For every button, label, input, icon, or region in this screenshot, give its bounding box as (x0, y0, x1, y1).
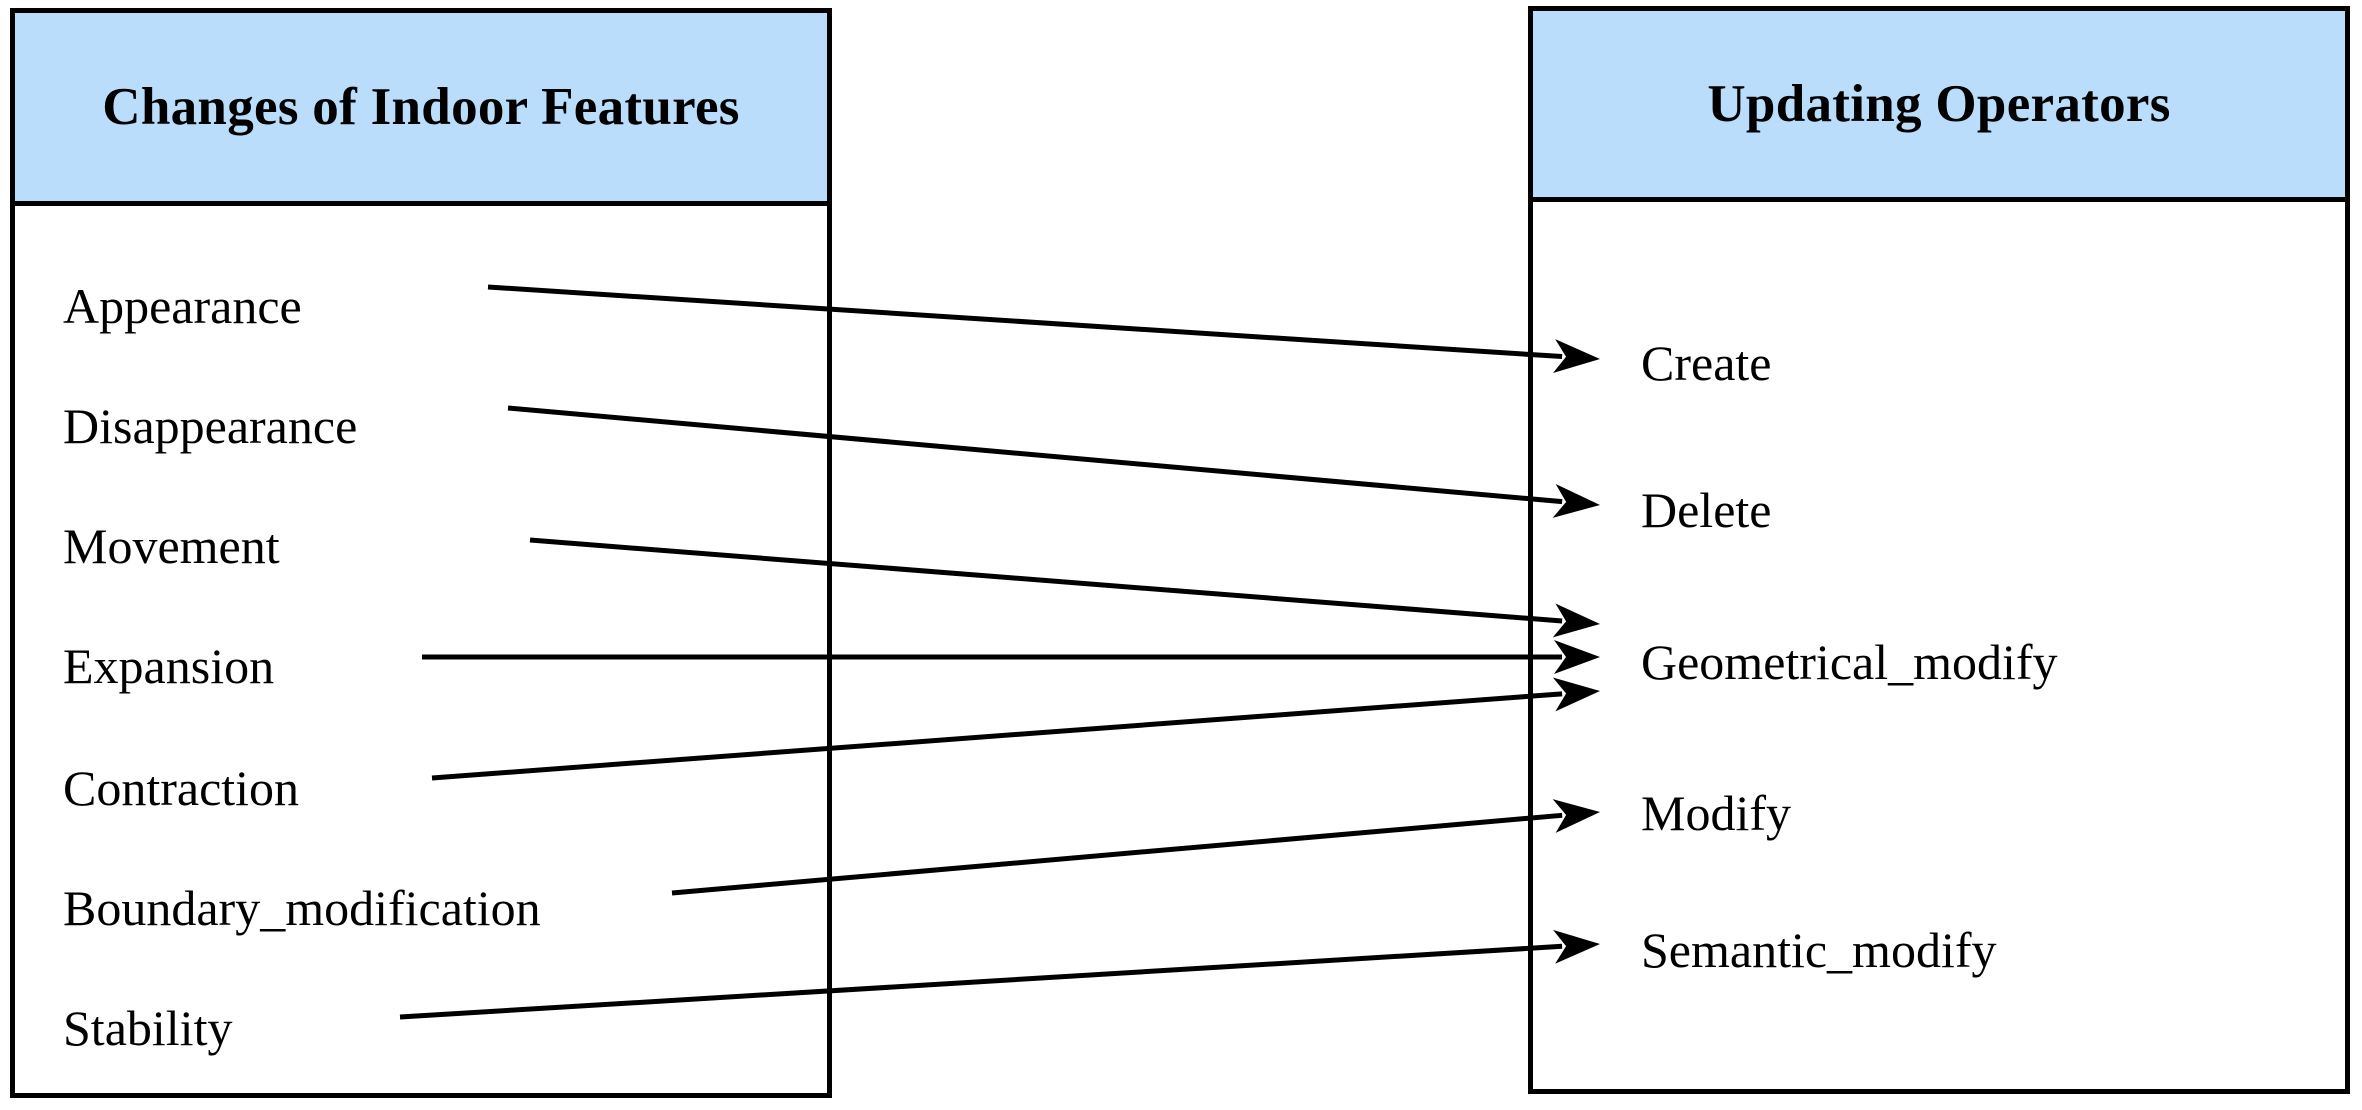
list-item-label: Semantic_modify (1641, 922, 1997, 978)
list-item-label: Delete (1641, 482, 1772, 538)
list-item-modify[interactable]: Modify (1641, 788, 1791, 838)
list-item-geometrical-modify[interactable]: Geometrical_modify (1641, 637, 2058, 687)
left-panel-title: Changes of Indoor Features (102, 78, 740, 136)
list-item-disappearance[interactable]: Disappearance (63, 401, 357, 451)
list-item-delete[interactable]: Delete (1641, 485, 1771, 535)
list-item-label: Stability (63, 1000, 233, 1056)
right-panel-title: Updating Operators (1707, 75, 2171, 133)
list-item-label: Create (1641, 335, 1772, 391)
list-item-create[interactable]: Create (1641, 338, 1771, 388)
list-item-movement[interactable]: Movement (63, 521, 280, 571)
list-item-contraction[interactable]: Contraction (63, 763, 299, 813)
list-item-appearance[interactable]: Appearance (63, 281, 302, 331)
left-panel-header: Changes of Indoor Features (15, 13, 827, 206)
changes-list: Appearance Disappearance Movement Expans… (15, 13, 827, 1093)
list-item-semantic-modify[interactable]: Semantic_modify (1641, 925, 1997, 975)
list-item-label: Boundary_modification (63, 880, 541, 936)
operators-list: Create Delete Geometrical_modify Modify … (1533, 11, 2345, 1089)
list-item-label: Modify (1641, 785, 1791, 841)
right-panel-header: Updating Operators (1533, 11, 2345, 202)
changes-of-indoor-features-panel: Changes of Indoor Features Appearance Di… (10, 8, 832, 1098)
list-item-label: Geometrical_modify (1641, 634, 2058, 690)
list-item-label: Disappearance (63, 398, 358, 454)
list-item-boundary-modification[interactable]: Boundary_modification (63, 883, 541, 933)
list-item-stability[interactable]: Stability (63, 1003, 232, 1053)
updating-operators-panel: Updating Operators Create Delete Geometr… (1528, 6, 2350, 1094)
list-item-label: Expansion (63, 638, 275, 694)
list-item-label: Contraction (63, 760, 300, 816)
list-item-label: Appearance (63, 278, 302, 334)
list-item-label: Movement (63, 518, 280, 574)
list-item-expansion[interactable]: Expansion (63, 641, 274, 691)
